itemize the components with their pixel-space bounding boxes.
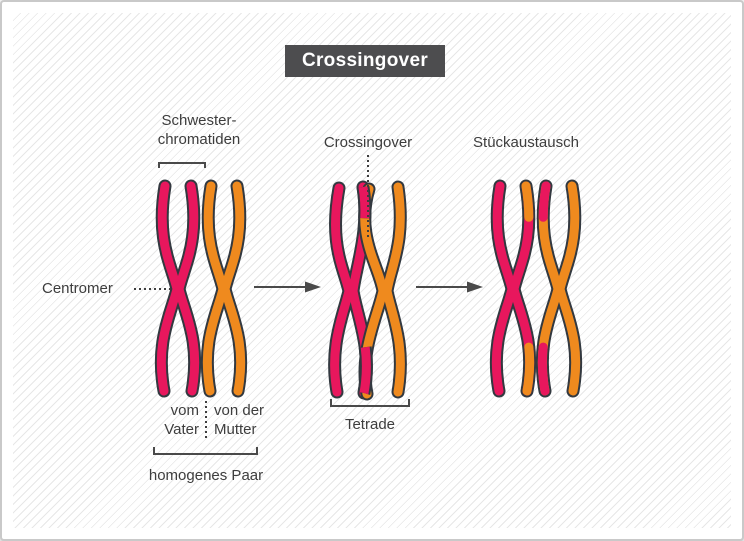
mother-label: von der Mutter (214, 402, 265, 438)
tetrad-bracket (330, 399, 410, 407)
arrow-right-icon (416, 281, 483, 293)
maternal-chromosome-exchanged (535, 179, 583, 398)
exchange-label: Stückaustausch (473, 134, 579, 151)
maternal-segment-bottom (509, 181, 535, 396)
homologous-pair-bracket (153, 447, 258, 455)
paternal-chromosome (154, 179, 202, 398)
exchanged-pair-group (489, 179, 583, 398)
sister-chromatids-label: Schwester- chromatiden (157, 112, 241, 148)
paternal-chromosome-exchanged (489, 179, 537, 398)
tetrad-label: Tetrade (344, 416, 396, 433)
paternal-segment-bottom (537, 181, 563, 396)
homologous-pair-group (134, 162, 258, 455)
crossover-label: Crossingover (323, 134, 413, 151)
maternal-chromosome (200, 179, 248, 398)
figure-title-text: Crossingover (301, 50, 429, 71)
figure-title: Crossingover (285, 45, 445, 77)
tetrad-group (328, 155, 410, 407)
homologous-pair-label: homogenes Paar (148, 467, 264, 484)
crossover-weave-overlay (346, 185, 373, 395)
father-label: vom Vater (164, 402, 199, 438)
centromere-label: Centromer (42, 280, 113, 297)
arrow-right-icon (254, 281, 321, 293)
sister-chromatids-bracket (158, 162, 206, 168)
